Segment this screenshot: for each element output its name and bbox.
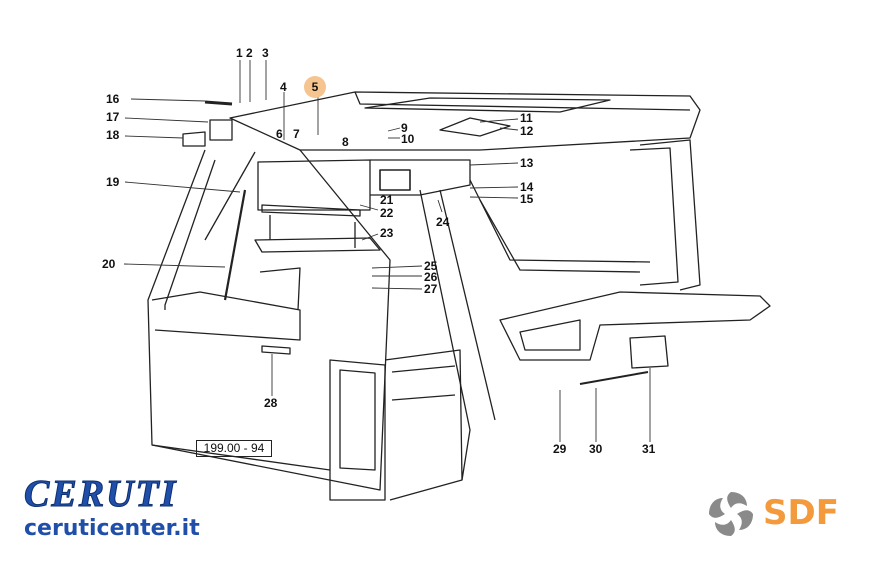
part-label: 8 xyxy=(342,135,349,149)
part-label: 9 xyxy=(401,121,408,135)
part-label: 25 xyxy=(424,259,438,273)
part-label: 10 xyxy=(401,132,415,146)
cab-roof xyxy=(229,91,701,151)
part-label: 1 xyxy=(236,46,243,60)
part-label: 3 xyxy=(262,46,269,60)
part-label: 21 xyxy=(380,193,394,207)
dealer-logo-text: CERUTI xyxy=(24,473,178,515)
part-label: 29 xyxy=(553,442,567,456)
part-label-highlighted: 5 xyxy=(304,76,326,98)
part-label: 14 xyxy=(520,180,534,194)
wiper-arm xyxy=(204,151,256,241)
part-label: 16 xyxy=(106,92,120,106)
part-label: 6 xyxy=(276,127,283,141)
shelf xyxy=(254,237,381,253)
cab-door xyxy=(329,359,386,501)
rear-window-frame xyxy=(639,139,701,291)
part-label: 23 xyxy=(380,226,394,240)
part-label: 13 xyxy=(520,156,534,170)
part-label: 19 xyxy=(106,175,120,189)
heater-unit xyxy=(257,159,371,211)
part-label: 12 xyxy=(520,124,534,138)
part-label: 17 xyxy=(106,110,120,124)
part-label: 30 xyxy=(589,442,603,456)
dealer-brand: CERUTI ceruticenter.it xyxy=(24,474,264,542)
sdf-swirl-icon xyxy=(709,492,753,536)
rear-fender xyxy=(499,291,771,361)
part-label: 26 xyxy=(424,270,438,284)
drawing-reference-box: 199.00 - 94 xyxy=(196,440,272,457)
part-label: 28 xyxy=(264,396,278,410)
part-label: 15 xyxy=(520,192,534,206)
part-label: 11 xyxy=(520,111,533,125)
manufacturer-logo-text: SDF xyxy=(763,493,839,533)
part-label: 7 xyxy=(293,127,300,141)
windscreen-frame xyxy=(147,149,391,491)
washer-hose xyxy=(579,371,649,385)
part-label: 27 xyxy=(424,282,438,296)
part-label: 24 xyxy=(436,215,450,229)
washer-reservoir xyxy=(629,335,669,369)
part-label: 22 xyxy=(380,206,394,220)
part-label: 4 xyxy=(280,80,287,94)
part-label: 20 xyxy=(102,257,116,271)
part-label: 2 xyxy=(246,46,253,60)
part-label: 18 xyxy=(106,128,120,142)
dealer-website: ceruticenter.it xyxy=(24,516,200,541)
manufacturer-logo: SDF xyxy=(705,488,855,540)
part-label: 31 xyxy=(642,442,656,456)
